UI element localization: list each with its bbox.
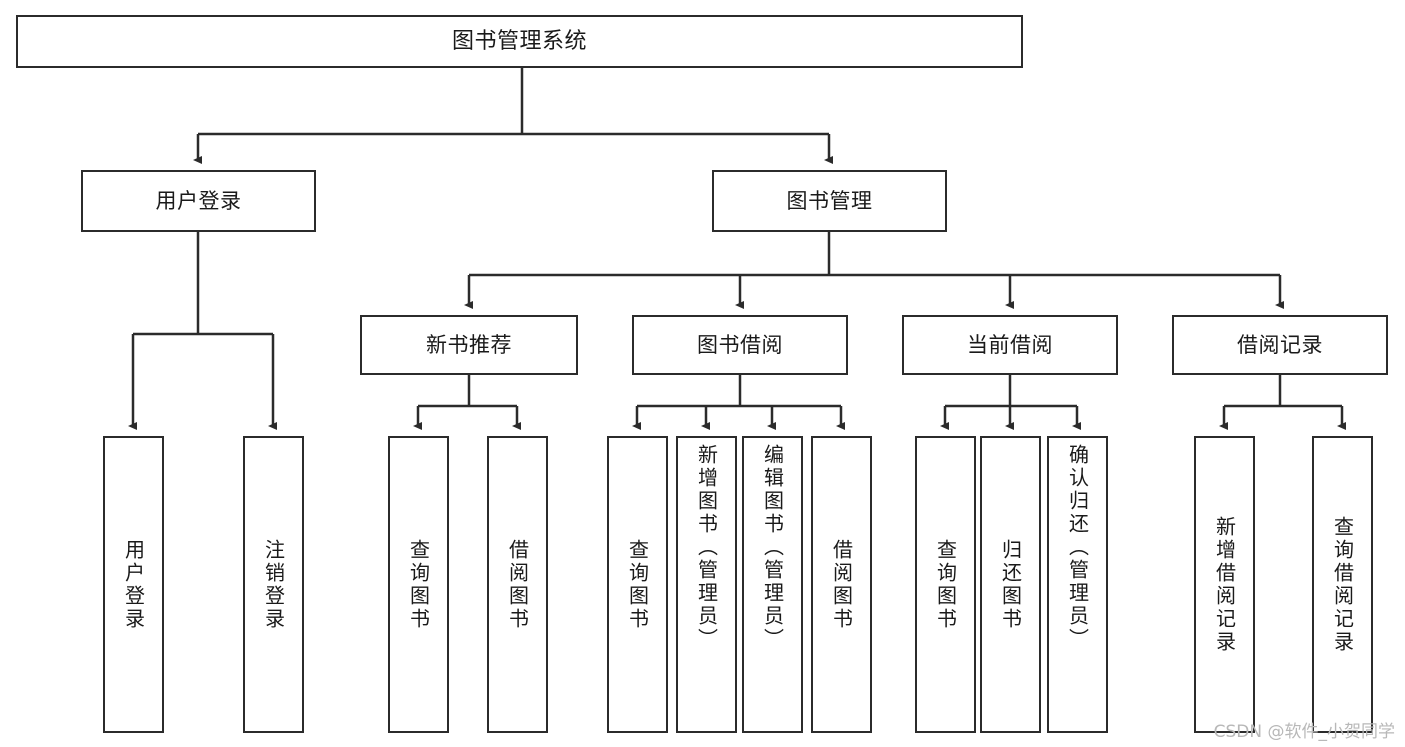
node-leaf-borrow-book-1[interactable]: 借阅图书 (487, 436, 548, 733)
node-leaf-user-logout[interactable]: 注销登录 (243, 436, 304, 733)
node-leaf-user-logout-label: 注销登录 (261, 538, 286, 631)
node-leaf-return-book[interactable]: 归还图书 (980, 436, 1041, 733)
node-book-manage[interactable]: 图书管理 (712, 170, 947, 232)
node-leaf-query-book-3[interactable]: 查询图书 (915, 436, 976, 733)
node-leaf-borrow-book-2[interactable]: 借阅图书 (811, 436, 872, 733)
node-user-login[interactable]: 用户登录 (81, 170, 316, 232)
node-borrow-record-label: 借阅记录 (1237, 332, 1323, 357)
node-root-label: 图书管理系统 (451, 28, 587, 54)
node-leaf-confirm-return-label: 确认归还（管理员） (1065, 444, 1090, 651)
node-leaf-user-login-label: 用户登录 (121, 538, 146, 631)
node-new-book-recommend-label: 新书推荐 (426, 332, 512, 357)
node-book-manage-label: 图书管理 (786, 188, 873, 213)
node-book-borrow[interactable]: 图书借阅 (632, 315, 848, 375)
node-leaf-query-book-2[interactable]: 查询图书 (607, 436, 668, 733)
node-user-login-label: 用户登录 (155, 188, 242, 213)
node-leaf-confirm-return[interactable]: 确认归还（管理员） (1047, 436, 1108, 733)
node-leaf-borrow-book-2-label: 借阅图书 (829, 538, 854, 631)
node-leaf-query-record[interactable]: 查询借阅记录 (1312, 436, 1373, 733)
watermark: CSDN @软件_小贺同学 (1213, 722, 1395, 742)
node-leaf-query-book-1-label: 查询图书 (406, 538, 431, 631)
node-leaf-edit-book-label: 编辑图书（管理员） (760, 444, 785, 651)
node-leaf-query-record-label: 查询借阅记录 (1330, 515, 1355, 654)
node-current-borrow[interactable]: 当前借阅 (902, 315, 1118, 375)
node-leaf-add-book-label: 新增图书（管理员） (694, 444, 719, 651)
node-root[interactable]: 图书管理系统 (16, 15, 1023, 68)
node-leaf-edit-book[interactable]: 编辑图书（管理员） (742, 436, 803, 733)
node-borrow-record[interactable]: 借阅记录 (1172, 315, 1388, 375)
node-leaf-query-book-1[interactable]: 查询图书 (388, 436, 449, 733)
node-leaf-query-book-3-label: 查询图书 (933, 538, 958, 631)
node-new-book-recommend[interactable]: 新书推荐 (360, 315, 578, 375)
node-leaf-add-record[interactable]: 新增借阅记录 (1194, 436, 1255, 733)
node-leaf-return-book-label: 归还图书 (998, 538, 1023, 631)
node-book-borrow-label: 图书借阅 (697, 332, 783, 357)
node-leaf-add-record-label: 新增借阅记录 (1212, 515, 1237, 654)
node-leaf-query-book-2-label: 查询图书 (625, 538, 650, 631)
node-current-borrow-label: 当前借阅 (967, 332, 1053, 357)
node-leaf-add-book[interactable]: 新增图书（管理员） (676, 436, 737, 733)
node-leaf-borrow-book-1-label: 借阅图书 (505, 538, 530, 631)
node-leaf-user-login[interactable]: 用户登录 (103, 436, 164, 733)
